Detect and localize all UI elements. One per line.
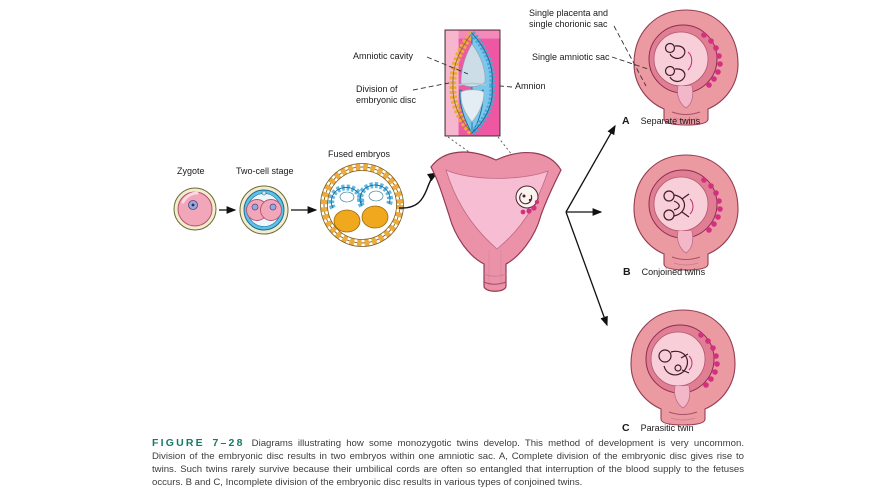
parasitic-twin-drawing xyxy=(630,309,736,426)
outcome-b-letter: B xyxy=(623,266,631,278)
figure-caption-number: FIGURE 7–28 xyxy=(152,437,245,449)
single-amniotic-sac-label: Single amniotic sac xyxy=(532,52,610,62)
outcome-a-label: Separate twins xyxy=(640,116,701,126)
amnion-label: Amnion xyxy=(515,81,546,91)
fused-embryos-label: Fused embryos xyxy=(328,149,391,159)
division-of-embryonic-disc-label: Division of embryonic disc xyxy=(356,84,417,105)
zygote-label: Zygote xyxy=(177,166,205,176)
arrow-fused-to-uterus xyxy=(398,172,439,209)
two-cell-stage-drawing xyxy=(239,185,289,235)
label-leader-lines xyxy=(412,25,652,91)
figure-caption-text: Diagrams illustrating how some monozygot… xyxy=(152,438,744,488)
single-placenta-label: Single placenta and single chorionic sac xyxy=(529,8,609,29)
outcome-c-letter: C xyxy=(622,422,630,434)
outcome-a: A Separate twins xyxy=(622,115,700,127)
zygote-drawing xyxy=(173,187,217,231)
arrow-to-parasitic-twin xyxy=(565,211,608,327)
amniotic-cavity-label: Amniotic cavity xyxy=(353,51,414,61)
outcome-a-letter: A xyxy=(622,115,630,127)
outcome-c-label: Parasitic twin xyxy=(640,423,694,433)
arrow-to-separate-twins xyxy=(565,124,616,213)
outcome-b: B Conjoined twins xyxy=(623,266,705,278)
uterus-drawing xyxy=(430,151,562,292)
outcome-b-label: Conjoined twins xyxy=(641,267,706,277)
fused-embryos-drawing xyxy=(320,163,404,247)
separate-twins-drawing xyxy=(633,9,739,126)
two-cell-stage-label: Two-cell stage xyxy=(236,166,294,176)
conjoined-twins-drawing xyxy=(633,154,739,271)
inset-box-drawing xyxy=(444,29,501,137)
outcome-c: C Parasitic twin xyxy=(622,422,694,434)
